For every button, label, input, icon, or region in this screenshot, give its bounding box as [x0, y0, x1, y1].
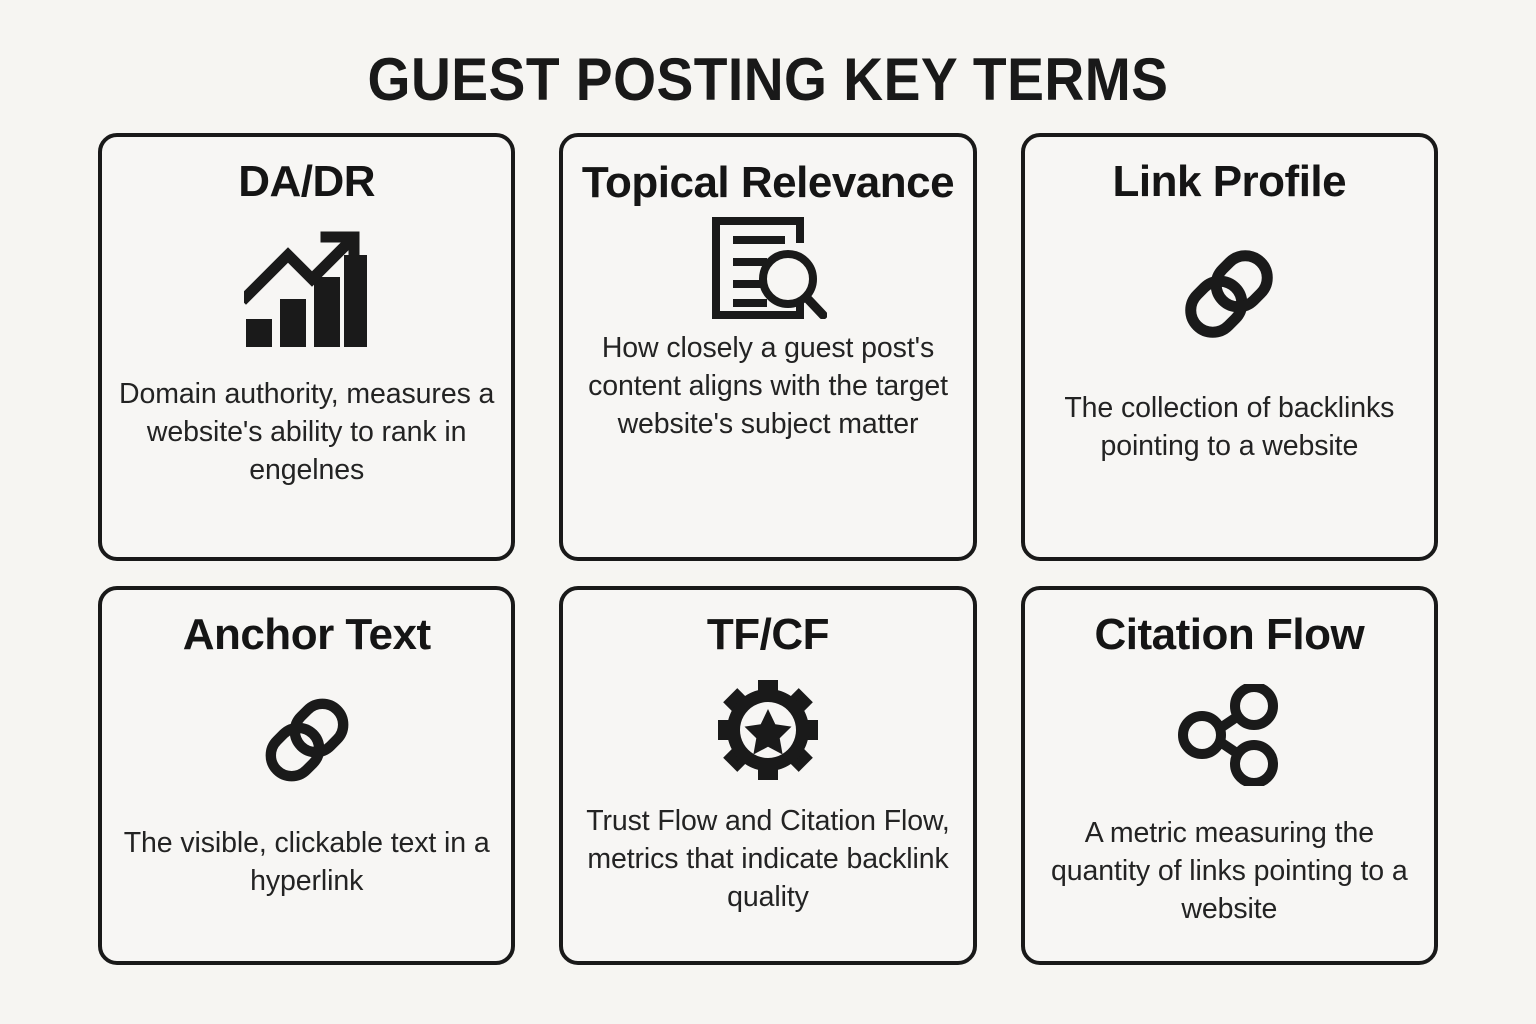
term-card-description: Domain authority, measures a website's a…	[119, 378, 495, 486]
term-card-tf-cf[interactable]: TF/CF	[559, 586, 977, 965]
term-card-title: DA/DR	[238, 157, 376, 206]
term-card-title: Citation Flow	[1094, 610, 1365, 659]
term-card-anchor-text[interactable]: Anchor Text The visible, clickable text …	[98, 586, 516, 965]
gear-star-icon	[717, 680, 818, 780]
term-card-da-dr[interactable]: DA/DR Domain authority, measures a websi…	[98, 133, 516, 561]
chain-link-icon	[255, 688, 359, 792]
term-card-title: Anchor Text	[182, 610, 431, 659]
share-nodes-icon	[1178, 684, 1280, 786]
term-card-description: How closely a guest post's content align…	[588, 332, 948, 440]
term-card-description: The collection of backlinks pointing to …	[1064, 392, 1395, 462]
term-card-topical-relevance[interactable]: Topical Relevance How closely a guest po…	[559, 133, 977, 561]
page-title: GUEST POSTING KEY TERMS	[367, 46, 1169, 113]
term-card-title: Link Profile	[1112, 157, 1347, 206]
term-card-title: TF/CF	[706, 610, 830, 659]
term-card-title: Topical Relevance	[581, 158, 955, 207]
term-card-link-profile[interactable]: Link Profile The collection of backlinks…	[1020, 133, 1438, 561]
terms-grid: DA/DR Domain authority, measures a websi…	[0, 133, 1536, 1024]
term-card-citation-flow[interactable]: Citation Flow A metric measuring the qua…	[1020, 586, 1438, 965]
term-card-description: The visible, clickable text in a hyperli…	[123, 827, 490, 897]
document-search-icon	[709, 217, 827, 319]
growth-bar-chart-icon	[244, 231, 369, 349]
term-card-description: Trust Flow and Citation Flow, metrics th…	[586, 805, 950, 913]
chain-link-icon	[1174, 239, 1284, 349]
term-card-description: A metric measuring the quantity of links…	[1051, 817, 1408, 925]
